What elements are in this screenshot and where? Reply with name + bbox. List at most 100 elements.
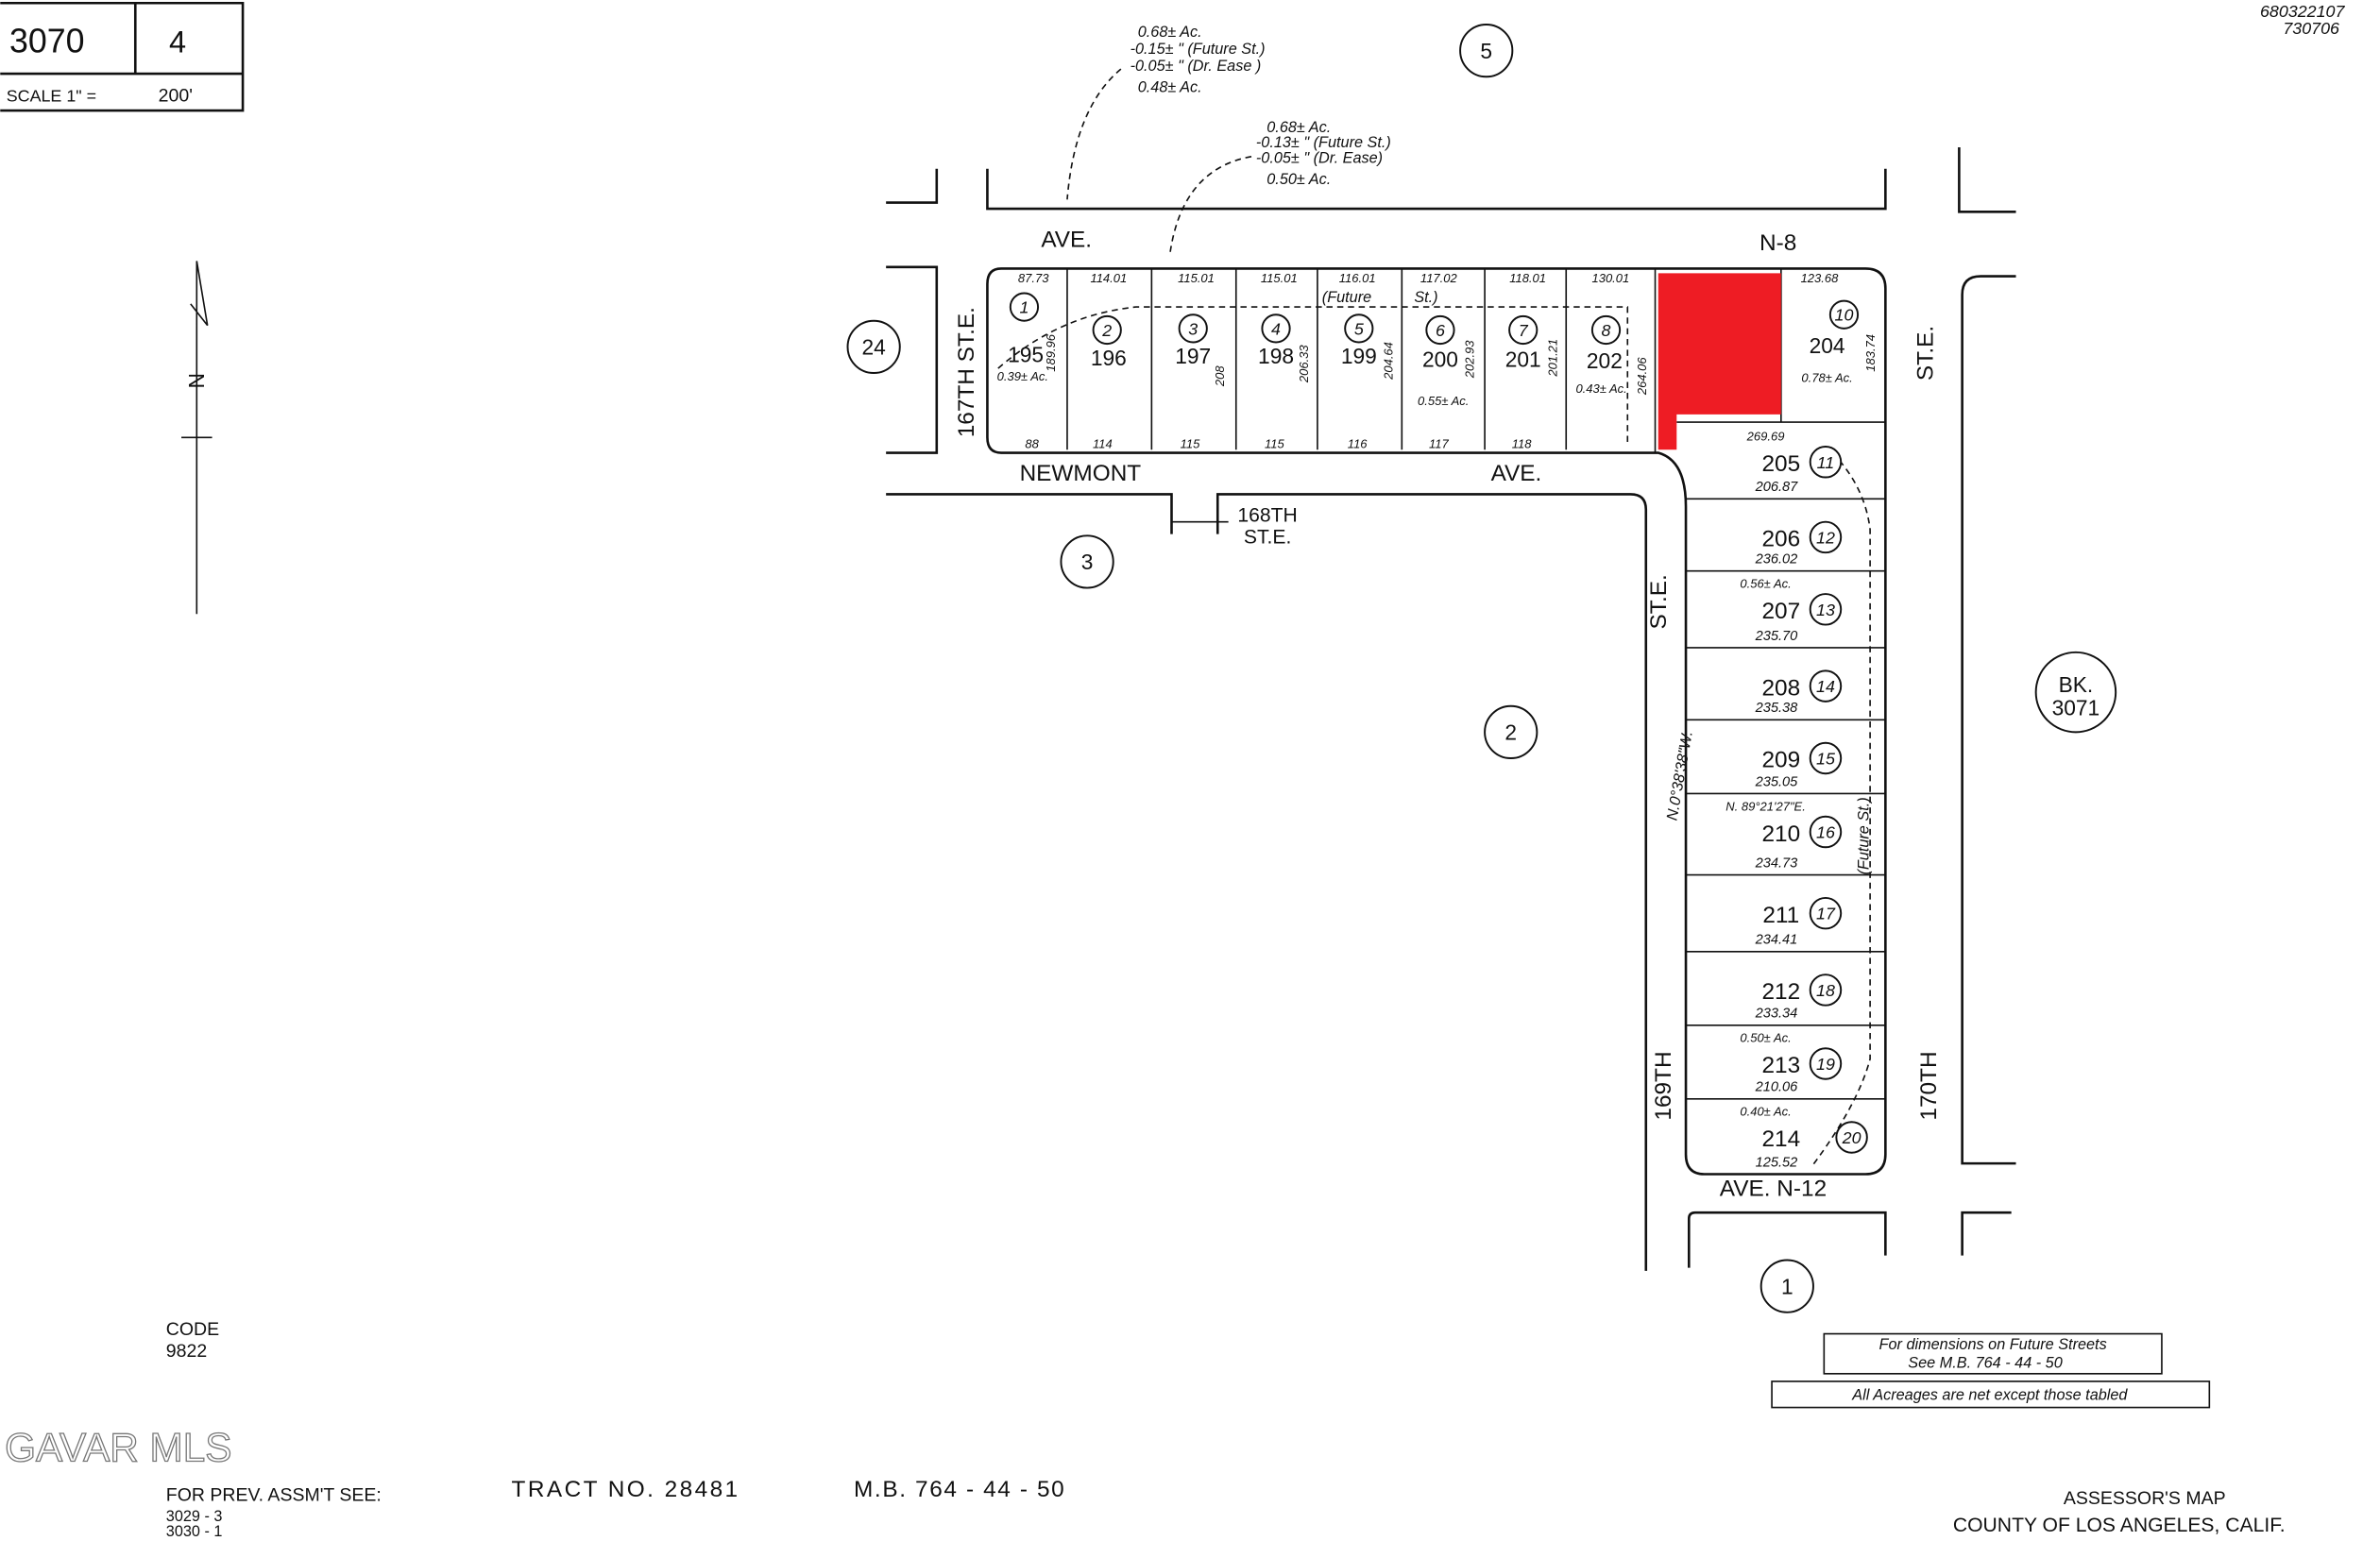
street-newmont-ave: AVE.	[1491, 461, 1542, 486]
lot-number-circle	[1261, 313, 1291, 344]
lot-dimension: 234.41	[1755, 933, 1798, 948]
front-dimension: 114.01	[1090, 271, 1127, 285]
depth-dimension: 204.64	[1382, 342, 1396, 381]
front-dimension: 130.01	[1592, 271, 1630, 285]
depth-dimension: 202.93	[1463, 340, 1477, 380]
parcel-number: 197	[1175, 344, 1211, 368]
lot-20[interactable]	[1835, 1121, 1868, 1154]
lot-3[interactable]	[1178, 313, 1208, 344]
front-dimension: 117.02	[1420, 271, 1458, 285]
lot-dimension: 269.69	[1746, 430, 1785, 444]
lot-number: 6	[1436, 321, 1445, 340]
lot-17[interactable]	[1809, 896, 1843, 930]
front-dimension: 118.01	[1509, 271, 1546, 285]
svg-text:-0.13± " (Future St.): -0.13± " (Future St.)	[1256, 134, 1391, 151]
parcel-number: 196	[1091, 346, 1127, 370]
map-book-number: 3070	[9, 22, 85, 59]
acreage: 0.43± Ac.	[1575, 381, 1626, 396]
lot-number-circle	[1344, 313, 1374, 344]
lot-number: 10	[1835, 306, 1854, 325]
lot-8[interactable]	[1590, 314, 1622, 346]
highlighted-parcel[interactable]	[1658, 273, 1781, 450]
lot-number: 2	[1101, 321, 1112, 340]
lot-14[interactable]	[1809, 669, 1843, 703]
lot-15[interactable]	[1809, 741, 1843, 775]
doc-date: 730706	[2283, 19, 2339, 38]
page-number: 4	[169, 25, 186, 59]
lot-number: 13	[1816, 601, 1835, 619]
front-dimension: 115.01	[1178, 271, 1215, 285]
street-167th: 167TH ST.E.	[954, 307, 979, 437]
lot-number: 7	[1519, 321, 1529, 340]
front-dimension: 123.68	[1801, 271, 1840, 285]
lot-number: 15	[1816, 749, 1835, 768]
parcel-number: 201	[1505, 347, 1541, 371]
depth-dimension: 264.06	[1635, 357, 1649, 397]
lot-19[interactable]	[1809, 1047, 1843, 1080]
lot-16[interactable]	[1809, 815, 1843, 849]
map-book-reference: M.B. 764 - 44 - 50	[854, 1477, 1065, 1502]
lot-dimension: 234.73	[1755, 855, 1798, 871]
parcel-number: 205	[1761, 451, 1800, 477]
parcel-number: 204	[1810, 333, 1845, 358]
parcel-number: 211	[1762, 903, 1799, 928]
future-label-a: (Future	[1322, 289, 1371, 306]
street-168th-ste: ST.E.	[1244, 526, 1291, 548]
svg-text:24: 24	[861, 334, 885, 359]
parcel-number: 208	[1761, 675, 1800, 701]
depth-dimension: 189.96	[1044, 333, 1058, 372]
lot-11[interactable]	[1809, 446, 1843, 479]
lot-number-circle	[1809, 1047, 1843, 1080]
svg-text:0.50± Ac.: 0.50± Ac.	[1266, 171, 1331, 188]
rear-dimension: 88	[1025, 437, 1039, 451]
neighbor-block-1[interactable]: 1	[1760, 1259, 1814, 1313]
lot-dimension: 210.06	[1755, 1080, 1799, 1095]
lot-5[interactable]	[1344, 313, 1374, 344]
svg-text:3: 3	[1081, 550, 1094, 574]
lot-number: 20	[1842, 1128, 1862, 1147]
svg-text:N: N	[184, 373, 209, 388]
parcel-number: 207	[1761, 599, 1800, 624]
neighbor-block-3[interactable]: 3	[1060, 534, 1114, 589]
neighbor-block-24[interactable]: 24	[846, 319, 901, 374]
depth-dimension: 201.21	[1545, 339, 1559, 378]
lot-7[interactable]	[1508, 314, 1538, 346]
lot-1[interactable]	[1009, 292, 1040, 322]
tract-number: TRACT NO. 28481	[512, 1477, 740, 1502]
lot-dimension: 235.38	[1755, 701, 1799, 716]
lot-12[interactable]	[1809, 520, 1843, 554]
rear-dimension: 115	[1181, 437, 1200, 451]
street-169th: 169TH	[1651, 1051, 1676, 1120]
depth-dimension: 206.33	[1297, 345, 1311, 384]
lot-10[interactable]	[1828, 299, 1860, 330]
doc-id: 680322107	[2260, 2, 2346, 21]
lot-number-circle	[1092, 314, 1122, 346]
footer: CODE 9822 For dimensions on Future Stree…	[4, 1319, 2285, 1540]
neighbor-block-2[interactable]: 2	[1484, 704, 1538, 759]
svg-text:0.68± Ac.: 0.68± Ac.	[1138, 24, 1202, 41]
lot-number: 8	[1602, 321, 1611, 340]
parcel-number: 200	[1422, 347, 1458, 371]
lot-2[interactable]	[1092, 314, 1122, 346]
code-value: 9822	[166, 1341, 207, 1362]
neighbor-block-5[interactable]: 5	[1459, 24, 1514, 78]
lot-dimension: 206.87	[1755, 480, 1799, 495]
lot-4[interactable]	[1261, 313, 1291, 344]
lot-13[interactable]	[1809, 593, 1843, 626]
street-n8: N-8	[1760, 230, 1796, 256]
lot-18[interactable]	[1809, 974, 1843, 1007]
street-newmont: NEWMONT	[1020, 461, 1142, 486]
neighbor-book-3071[interactable]: BK.3071	[2034, 651, 2117, 734]
lot-6[interactable]	[1425, 314, 1455, 346]
lot-number: 3	[1188, 319, 1198, 338]
lot-number-circle	[1835, 1121, 1868, 1154]
lot-number: 4	[1271, 319, 1281, 338]
parcel-number: 195	[1008, 343, 1044, 367]
svg-text:-0.15± " (Future St.): -0.15± " (Future St.)	[1130, 41, 1266, 58]
acreage: 0.78± Ac.	[1801, 371, 1852, 385]
lot-number-circle	[1809, 593, 1843, 626]
lot-number: 12	[1816, 528, 1835, 547]
rear-dimension: 117	[1429, 437, 1449, 451]
depth-dimension: 183.74	[1863, 334, 1878, 372]
